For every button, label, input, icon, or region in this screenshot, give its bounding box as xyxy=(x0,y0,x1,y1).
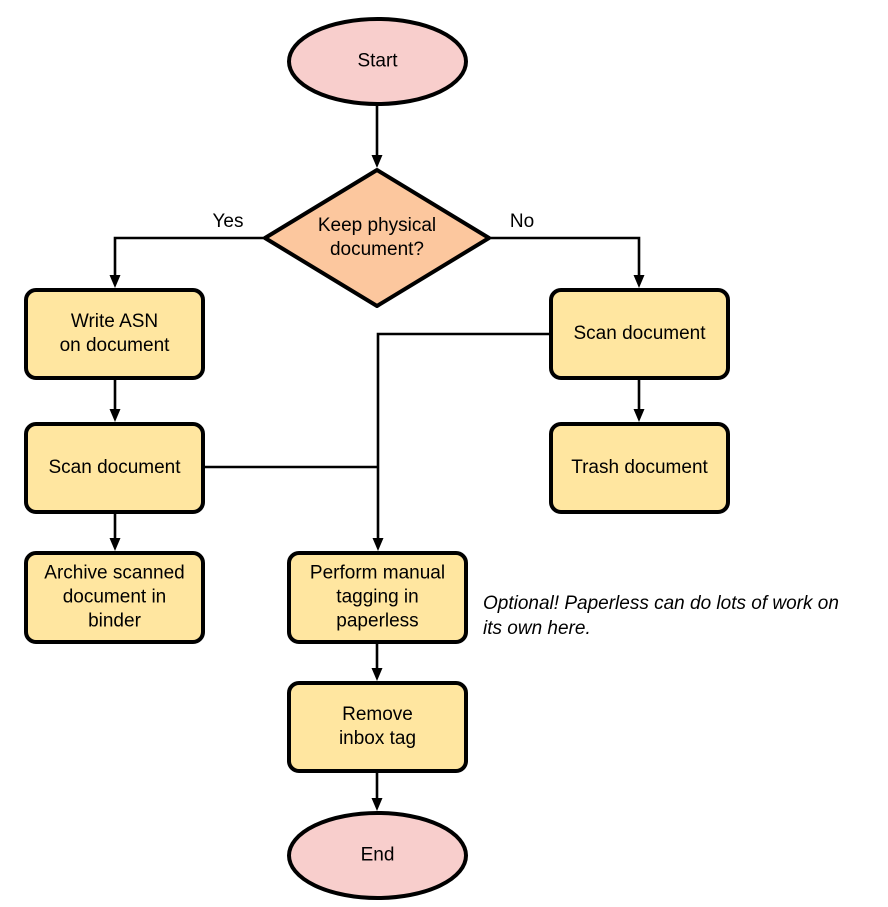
node-label-line: Remove xyxy=(342,704,413,725)
node-label-line: End xyxy=(361,845,395,866)
node-label-line: Perform manual xyxy=(310,563,445,584)
node-shape-ellipse xyxy=(287,17,468,106)
node-label-line: Keep physical xyxy=(318,215,436,236)
node-shape-ellipse xyxy=(287,811,468,900)
flow-edge xyxy=(372,332,551,551)
flow-edge xyxy=(633,378,645,422)
edge-path xyxy=(376,332,551,541)
flow-node-scan-right[interactable]: Scan document xyxy=(549,288,730,380)
flow-node-trash[interactable]: Trash document xyxy=(549,422,730,514)
node-label-line: Archive scanned xyxy=(44,563,184,584)
node-label-line: Start xyxy=(357,51,398,72)
annotations-layer: Optional! Paperless can do lots of work … xyxy=(483,593,839,639)
edge-arrowhead xyxy=(371,668,383,681)
flow-edge xyxy=(109,236,265,288)
node-label-line: Trash document xyxy=(571,457,708,478)
edge-arrowhead xyxy=(109,409,121,422)
edge-arrowhead xyxy=(109,275,121,288)
annotation-line: its own here. xyxy=(483,618,591,639)
flow-node-keep-physical[interactable]: Keep physical document? xyxy=(263,168,491,308)
flow-node-archive-binder[interactable]: Archive scanned document in binder xyxy=(24,551,205,644)
flow-node-start[interactable]: Start xyxy=(287,17,468,106)
edge-label-no: No xyxy=(510,211,534,232)
flow-edge xyxy=(109,512,121,551)
edge-arrowhead xyxy=(371,798,383,811)
flow-edge xyxy=(371,642,383,681)
node-label-line: Scan document xyxy=(573,323,706,344)
edge-arrowhead xyxy=(371,155,383,168)
flow-node-remove-inbox[interactable]: Remove inbox tag xyxy=(287,681,468,773)
node-shape-rect xyxy=(287,681,468,773)
edge-label-yes: Yes xyxy=(213,211,244,232)
node-label-line: binder xyxy=(88,611,141,632)
flow-edge xyxy=(109,378,121,422)
annotation-optional-note: Optional! Paperless can do lots of work … xyxy=(483,593,839,639)
node-label-line: paperless xyxy=(336,611,418,632)
flow-edge xyxy=(371,104,383,168)
node-label-line: document in xyxy=(63,587,167,608)
flow-node-end[interactable]: End xyxy=(287,811,468,900)
edge-labels-layer: Yes No xyxy=(213,211,535,232)
edge-arrowhead xyxy=(633,409,645,422)
edge-path xyxy=(489,236,641,278)
node-shape-rect xyxy=(549,422,730,514)
edges-layer xyxy=(109,104,645,811)
flow-node-write-asn[interactable]: Write ASN on document xyxy=(24,288,205,380)
node-shape-rect xyxy=(24,422,205,514)
flow-edge xyxy=(489,236,645,288)
edge-arrowhead xyxy=(109,538,121,551)
flow-edge xyxy=(371,771,383,811)
node-label-line: on document xyxy=(60,335,171,356)
node-label-line: document? xyxy=(330,239,424,260)
node-shape-rect xyxy=(24,551,205,644)
node-label-line: Scan document xyxy=(48,457,181,478)
annotation-line: Optional! Paperless can do lots of work … xyxy=(483,593,839,614)
node-shape-diamond xyxy=(263,168,491,308)
node-label-line: Write ASN xyxy=(71,311,158,332)
edge-arrowhead xyxy=(633,275,645,288)
edge-arrowhead xyxy=(372,538,384,551)
node-shape-rect xyxy=(24,288,205,380)
edge-path xyxy=(113,236,265,278)
node-label-line: inbox tag xyxy=(339,728,416,749)
node-label-line: tagging in xyxy=(336,587,418,608)
node-shape-rect xyxy=(549,288,730,380)
node-shape-rect xyxy=(287,551,468,644)
flow-node-manual-tagging[interactable]: Perform manual tagging in paperless xyxy=(287,551,468,644)
flow-node-scan-left[interactable]: Scan document xyxy=(24,422,205,514)
